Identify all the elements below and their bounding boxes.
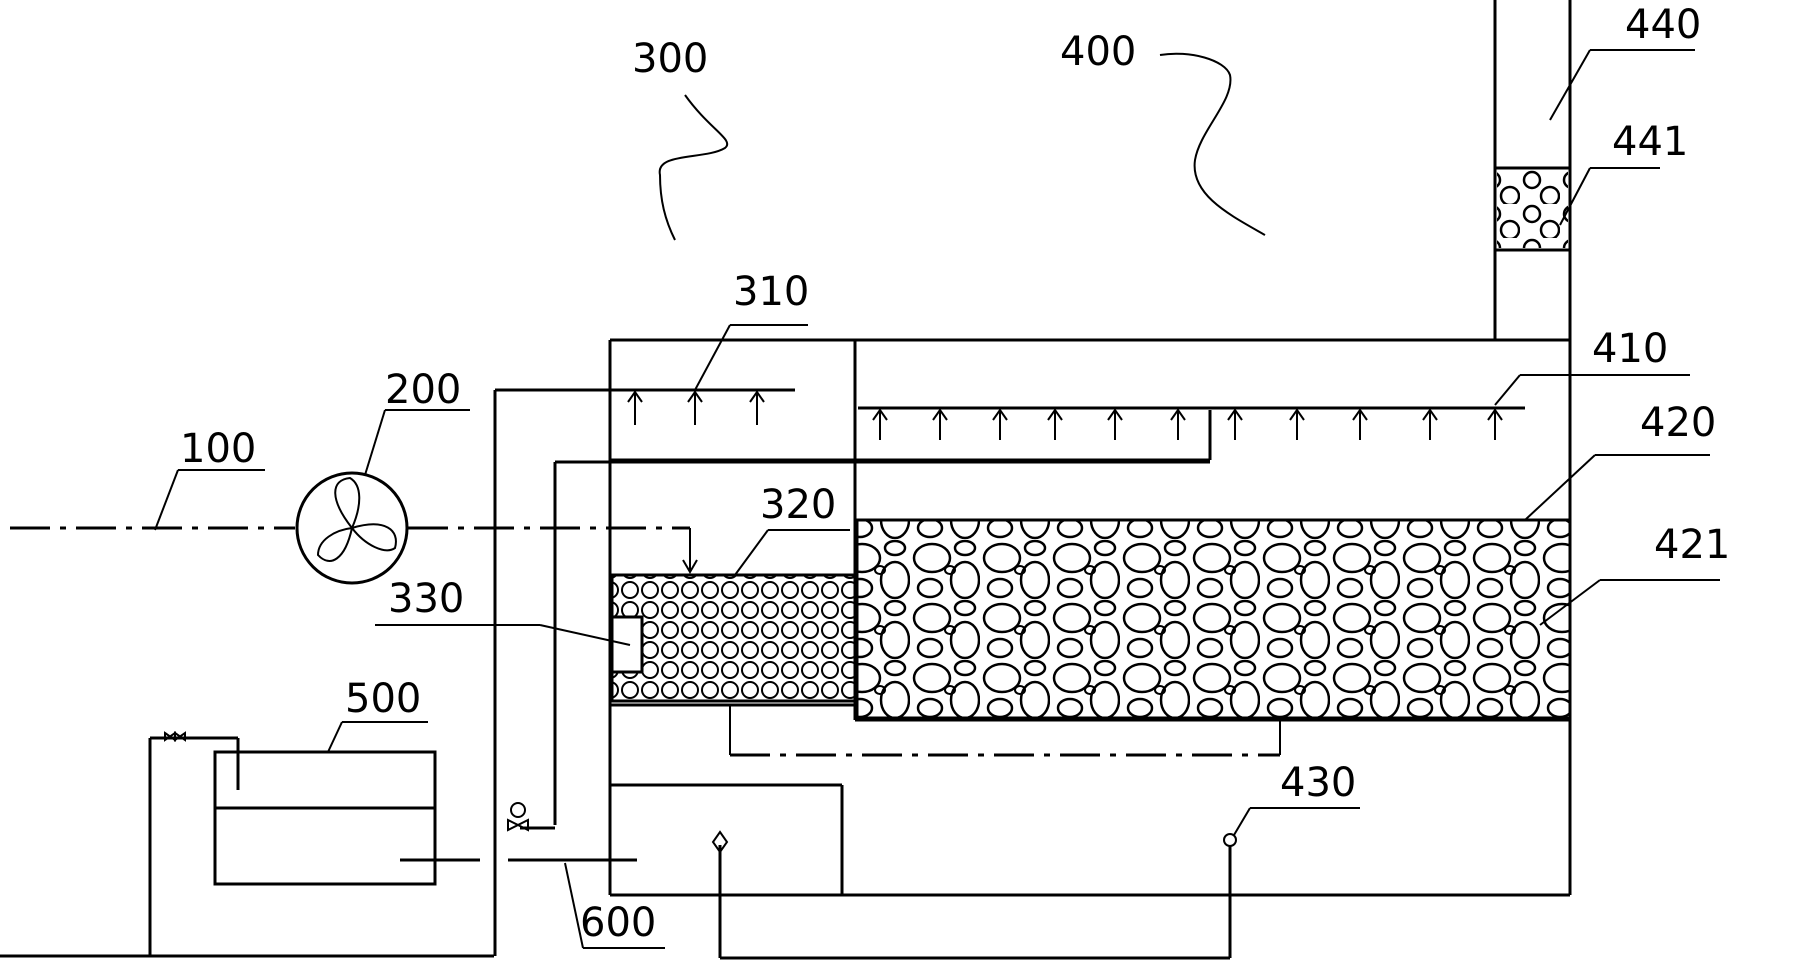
leader-lines — [154, 49, 1720, 949]
label-441: 441 — [1612, 119, 1688, 165]
fan-200 — [295, 471, 409, 585]
bottom-dash-line — [729, 705, 1281, 757]
pump-valve — [507, 802, 529, 832]
chimney — [1493, 0, 1572, 340]
drain-430 — [711, 807, 1360, 960]
label-300: 300 — [632, 36, 708, 82]
label-600: 600 — [580, 900, 656, 946]
label-500: 500 — [345, 676, 421, 722]
label-320: 320 — [760, 482, 836, 528]
main-chamber — [608, 338, 1572, 897]
label-310: 310 — [733, 269, 809, 315]
label-430: 430 — [1280, 760, 1356, 806]
spray-header-310 — [493, 388, 795, 956]
rock-bed-420 — [855, 518, 1572, 720]
label-330: 330 — [388, 576, 464, 622]
label-410: 410 — [1592, 326, 1668, 372]
labels: 100 200 300 310 320 330 400 410 420 421 … — [180, 2, 1730, 946]
label-421: 421 — [1654, 522, 1730, 568]
label-100: 100 — [180, 426, 256, 472]
pellet-packing-320 — [610, 573, 857, 703]
label-400: 400 — [1060, 29, 1136, 75]
label-200: 200 — [385, 367, 461, 413]
spray-header-410 — [858, 406, 1525, 440]
label-440: 440 — [1625, 2, 1701, 48]
tank-500 — [148, 731, 637, 956]
air-duct-100 — [10, 526, 698, 574]
label-420: 420 — [1640, 400, 1716, 446]
callout-curves — [658, 52, 1266, 241]
chimney-filter-441 — [1497, 170, 1568, 248]
